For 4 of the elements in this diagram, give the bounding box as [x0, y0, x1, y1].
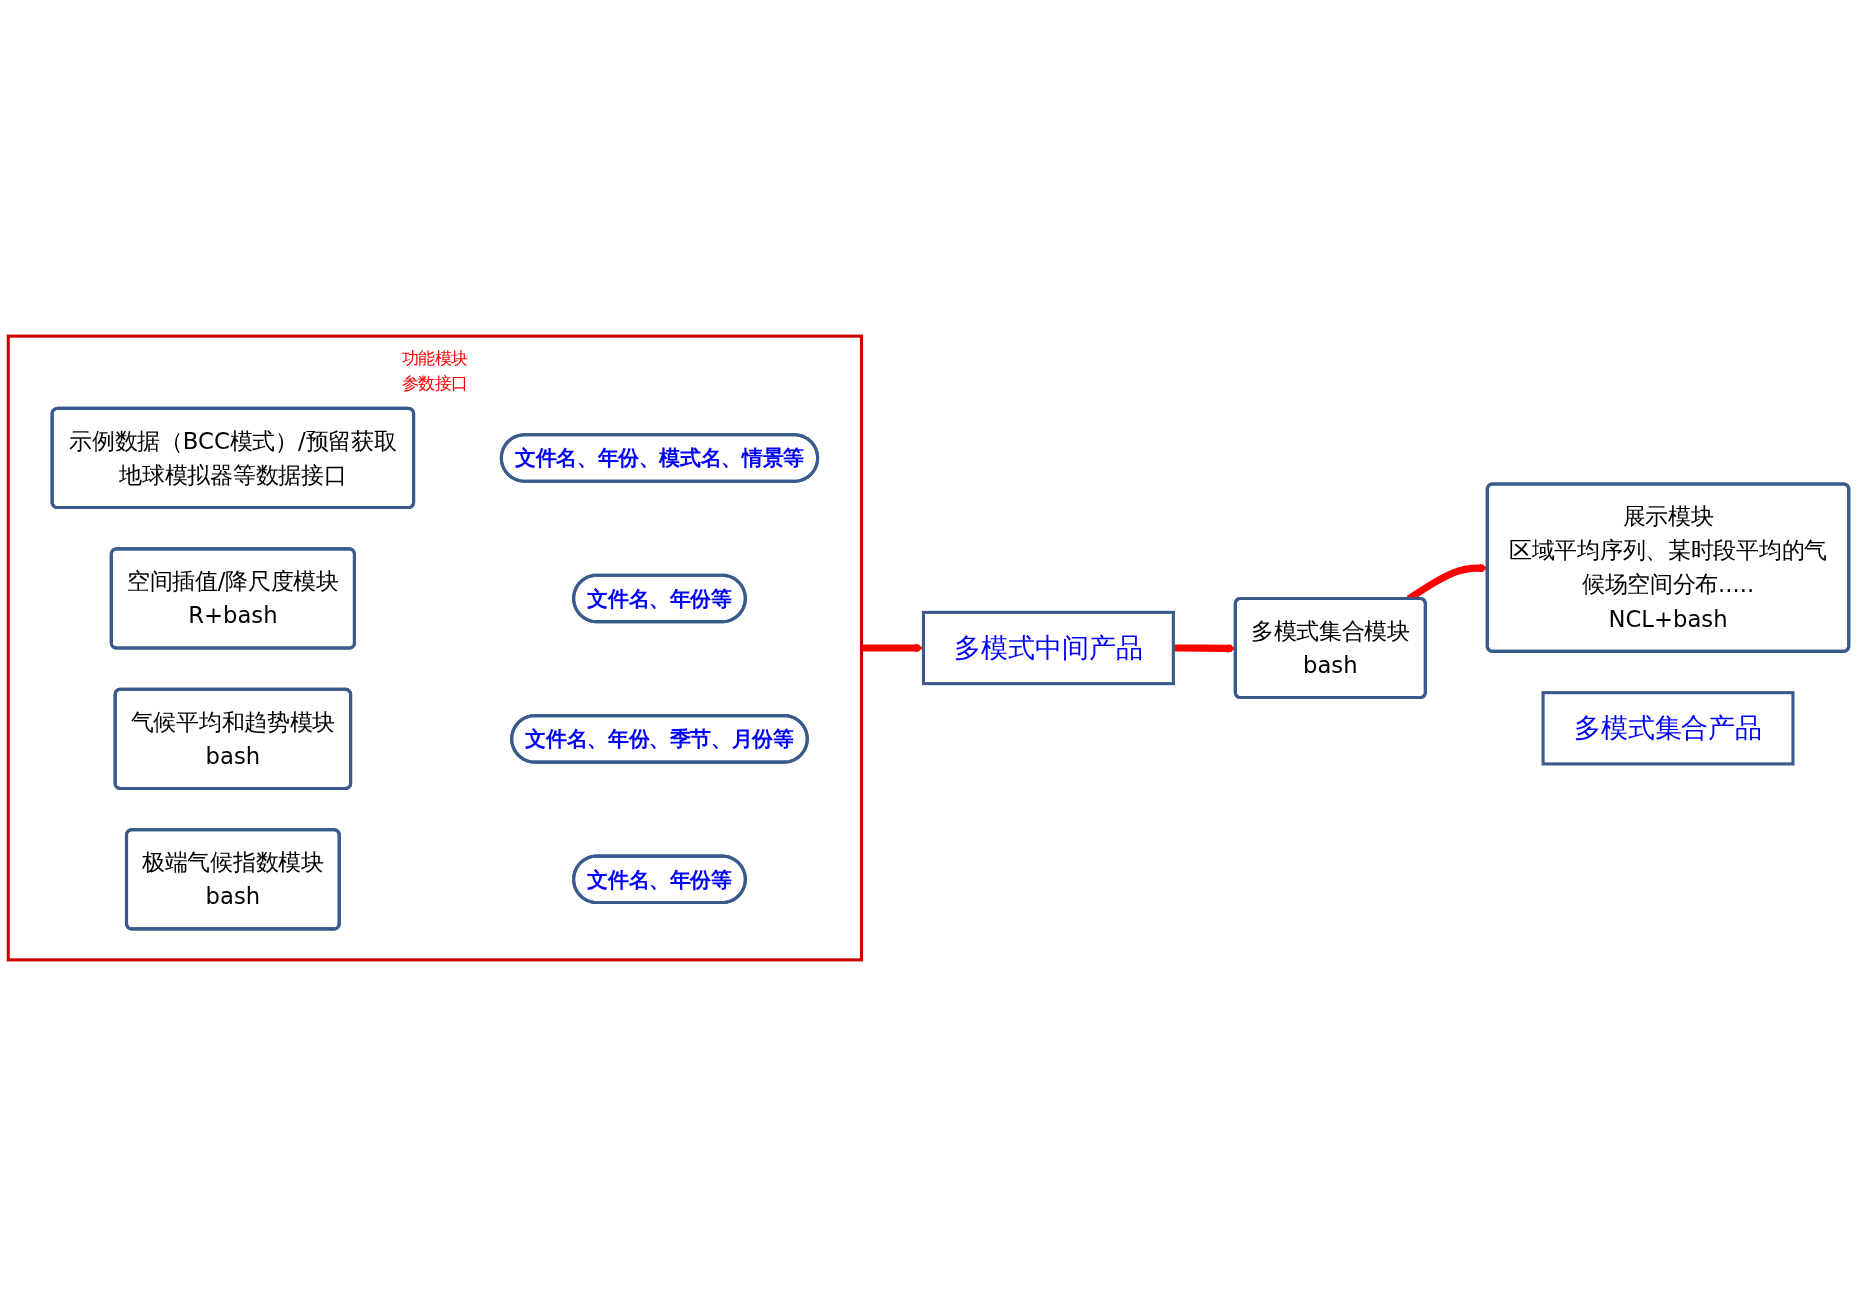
node-box: 多模式集合产品 — [1541, 691, 1795, 766]
arrow — [1173, 643, 1237, 653]
arrow — [861, 643, 924, 653]
node-box: 多模式中间产品 — [921, 610, 1175, 686]
